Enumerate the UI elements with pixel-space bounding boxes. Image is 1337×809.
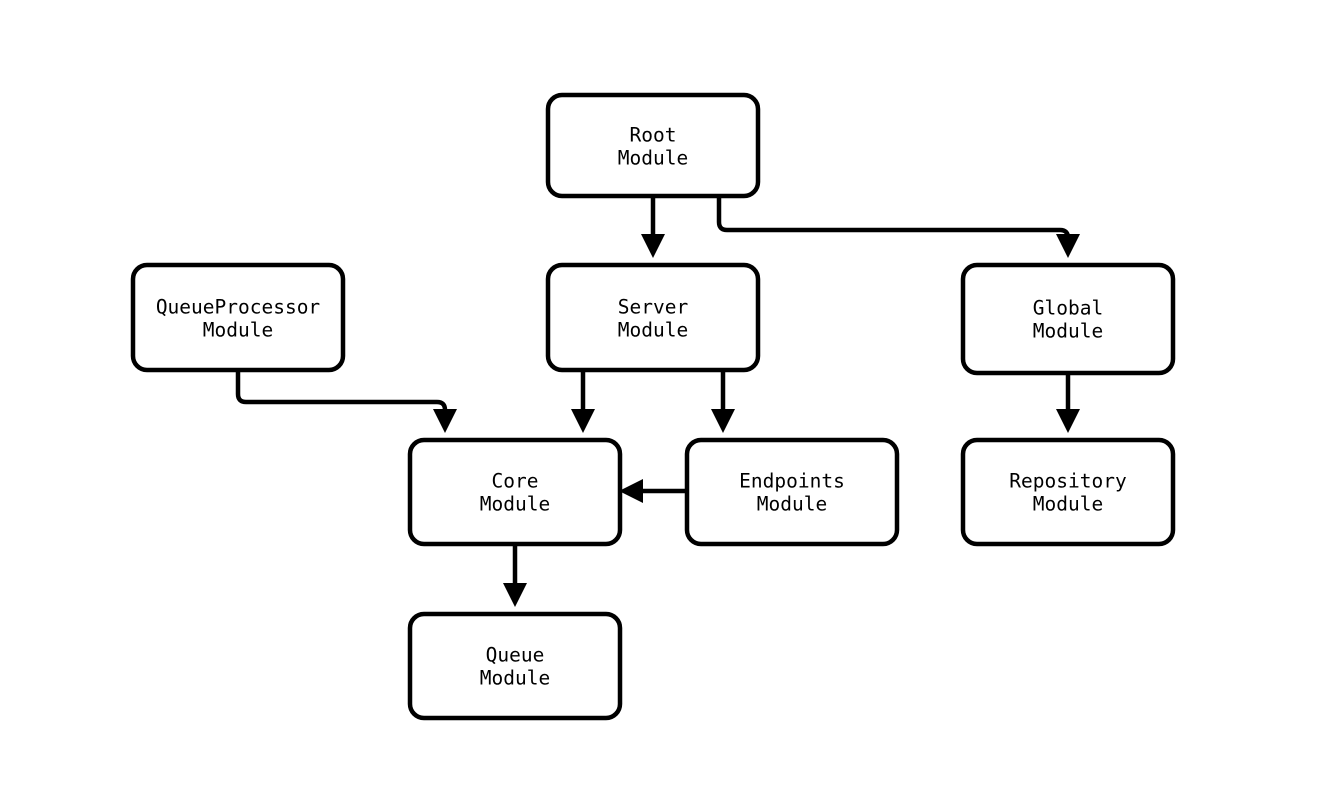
node-root-module-box[interactable] (545, 92, 761, 199)
node-queueprocessor-module-label-line1: QueueProcessor (156, 296, 320, 319)
edge-root-to-global (716, 196, 1080, 258)
edge-server-to-endpoints (711, 370, 735, 433)
node-root-module-label-line2: Module (618, 147, 688, 170)
edge-root-to-server (641, 196, 665, 258)
node-global-module[interactable]: Global Module (960, 262, 1176, 376)
node-repository-module-box[interactable] (960, 437, 1176, 547)
node-global-module-label-line1: Global (1033, 297, 1103, 320)
node-queue-module-label-line1: Queue (486, 644, 545, 667)
edge-server-to-core (571, 370, 595, 433)
edge-core-to-queue-arrowhead (503, 583, 527, 607)
node-queueprocessor-module-label-line2: Module (203, 319, 273, 342)
node-queueprocessor-module[interactable]: QueueProcessor Module (130, 262, 346, 373)
node-repository-module[interactable]: Repository Module (960, 437, 1176, 547)
edge-root-to-global-arrowhead (1056, 234, 1080, 258)
edge-queueprocessor-to-core-line (235, 370, 448, 415)
node-core-module-box[interactable] (407, 437, 623, 547)
node-repository-module-label-line1: Repository (1009, 470, 1126, 493)
edge-root-to-server-arrowhead (641, 234, 665, 258)
edge-queueprocessor-to-core-arrowhead (433, 409, 457, 433)
edge-layer (235, 196, 1080, 607)
node-endpoints-module-label-line1: Endpoints (739, 470, 845, 493)
node-core-module-label-line1: Core (492, 470, 539, 493)
node-server-module-box[interactable] (545, 262, 761, 373)
node-layer: Root Module QueueProcessor Module Server… (130, 92, 1176, 721)
node-core-module-label-line2: Module (480, 493, 550, 516)
node-repository-module-label-line2: Module (1033, 493, 1103, 516)
edge-endpoints-to-core-arrowhead (619, 479, 643, 503)
edge-core-to-queue (503, 544, 527, 607)
node-global-module-label-line2: Module (1033, 320, 1103, 343)
edge-global-to-repository-arrowhead (1056, 409, 1080, 433)
node-root-module[interactable]: Root Module (545, 92, 761, 199)
edge-endpoints-to-core (619, 479, 687, 503)
node-endpoints-module[interactable]: Endpoints Module (684, 437, 900, 547)
node-queue-module-label-line2: Module (480, 667, 550, 690)
node-queue-module[interactable]: Queue Module (407, 611, 623, 721)
node-endpoints-module-label-line2: Module (757, 493, 827, 516)
node-endpoints-module-box[interactable] (684, 437, 900, 547)
edge-server-to-endpoints-arrowhead (711, 409, 735, 433)
node-server-module-label-line1: Server (618, 296, 688, 319)
edge-server-to-core-arrowhead (571, 409, 595, 433)
node-server-module-label-line2: Module (618, 319, 688, 342)
node-queueprocessor-module-box[interactable] (130, 262, 346, 373)
edge-queueprocessor-to-core (235, 370, 457, 433)
node-queue-module-box[interactable] (407, 611, 623, 721)
node-global-module-box[interactable] (960, 262, 1176, 376)
node-core-module[interactable]: Core Module (407, 437, 623, 547)
node-root-module-label-line1: Root (630, 124, 677, 147)
edge-root-to-global-line (716, 196, 1071, 241)
node-server-module[interactable]: Server Module (545, 262, 761, 373)
edge-global-to-repository (1056, 373, 1080, 433)
